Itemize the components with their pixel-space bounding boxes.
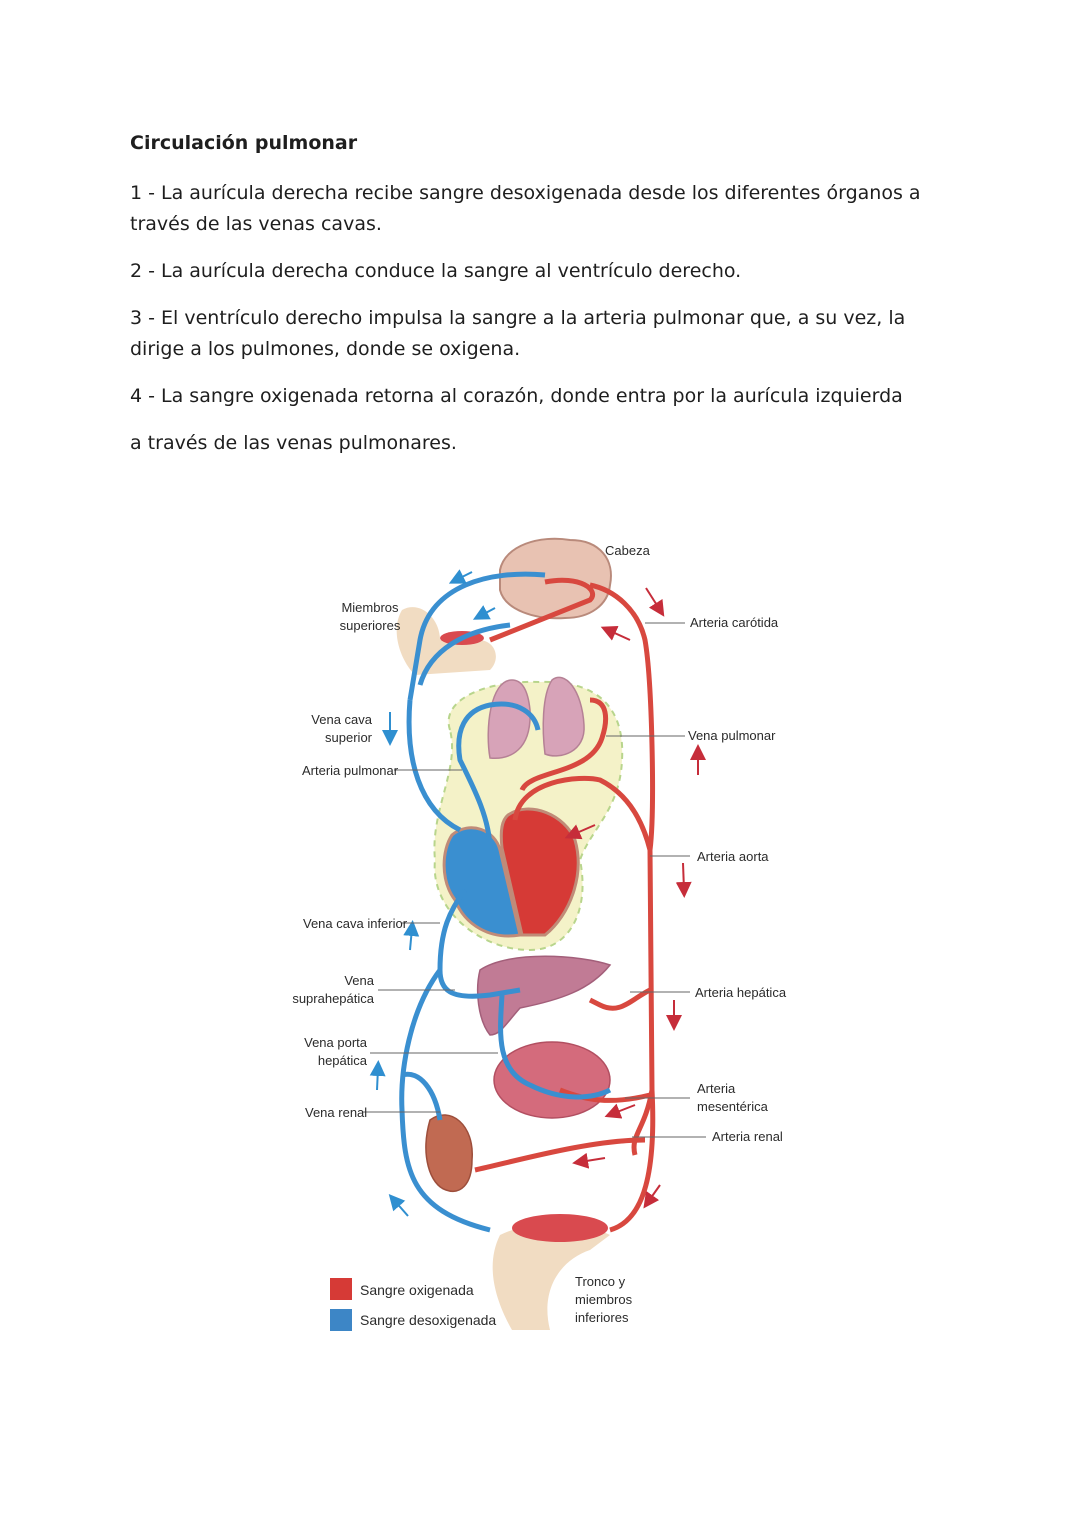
circulation-diagram-svg: Cabeza Miembros superiores Arteria carót… xyxy=(292,537,787,1331)
section-heading: Circulación pulmonar xyxy=(130,132,358,154)
arrow-8 xyxy=(600,626,631,641)
leader-lines xyxy=(362,622,706,1138)
arrow-12 xyxy=(604,1103,636,1119)
heart-left-side xyxy=(499,807,580,937)
paragraph-2: 2 - La aurícula derecha conduce la sangr… xyxy=(130,260,742,282)
legend-label-oxygenated: Sangre oxigenada xyxy=(360,1282,474,1298)
arrow-7 xyxy=(645,587,665,617)
label-vena-porta-2: hepática xyxy=(318,1053,368,1068)
renal-artery xyxy=(474,1137,646,1173)
arrow-13 xyxy=(572,1152,606,1169)
lower-limb-artery xyxy=(609,1089,656,1233)
lung-right-icon xyxy=(542,676,585,757)
lower-limb-muscle xyxy=(512,1214,608,1242)
upper-limb-vein xyxy=(417,622,511,686)
label-vena-porta-1: Vena porta xyxy=(304,1035,368,1050)
arrow-5 xyxy=(369,1060,386,1091)
label-arteria-hepatica: Arteria hepática xyxy=(695,985,787,1000)
label-vena-cava-superior-1: Vena cava xyxy=(311,712,372,727)
carotid-artery xyxy=(589,582,655,851)
label-tronco-1: Tronco y xyxy=(575,1274,626,1289)
legend-swatch-deoxygenated xyxy=(330,1309,352,1331)
label-arteria-aorta: Arteria aorta xyxy=(697,849,769,864)
label-arteria-pulmonar: Arteria pulmonar xyxy=(302,763,399,778)
flow-arrows xyxy=(369,569,706,1217)
label-arteria-renal: Arteria renal xyxy=(712,1129,783,1144)
label-tronco-3: inferiores xyxy=(575,1310,629,1325)
arrow-15 xyxy=(564,824,596,840)
paragraph-5: a través de las venas pulmonares. xyxy=(130,432,457,454)
text-block: Circulación pulmonar 1 - La aurícula der… xyxy=(130,128,950,475)
label-vena-pulmonar: Vena pulmonar xyxy=(688,728,776,743)
head-vein xyxy=(407,571,546,701)
arrow-10 xyxy=(675,862,692,898)
label-vena-suprahepatica-2: suprahepática xyxy=(292,991,374,1006)
legend: Sangre oxigenada Sangre desoxigenada xyxy=(330,1278,496,1331)
paragraph-1: 1 - La aurícula derecha recibe sangre de… xyxy=(130,182,921,235)
label-vena-suprahepatica-1: Vena xyxy=(344,973,374,988)
lower-limb-icon xyxy=(492,1223,610,1330)
arrow-6 xyxy=(388,1193,409,1217)
label-miembros-superiores-2: superiores xyxy=(340,618,401,633)
arrow-4 xyxy=(403,920,420,951)
label-miembros-superiores-1: Miembros xyxy=(341,600,399,615)
label-vena-renal: Vena renal xyxy=(305,1105,367,1120)
label-cabeza: Cabeza xyxy=(605,543,651,558)
pulmonary-vein xyxy=(519,697,609,792)
arrow-1 xyxy=(448,569,473,584)
arrow-14 xyxy=(643,1184,661,1209)
label-arteria-mesenterica-2: mesentérica xyxy=(697,1099,769,1114)
legend-swatch-oxygenated xyxy=(330,1278,352,1300)
hepatic-portal-vein xyxy=(498,994,612,1100)
superior-vena-cava xyxy=(406,699,462,833)
pulmonary-artery xyxy=(456,701,541,851)
label-vena-cava-superior-2: superior xyxy=(325,730,373,745)
liver-icon xyxy=(476,955,612,1036)
arrow-2 xyxy=(472,605,496,620)
paragraph-4: 4 - La sangre oxigenada retorna al coraz… xyxy=(130,385,903,407)
venous-system xyxy=(399,571,612,1233)
label-arteria-mesenterica-1: Arteria xyxy=(697,1081,736,1096)
renal-vein xyxy=(401,1071,443,1121)
kidney-icon xyxy=(425,1114,473,1192)
label-tronco-2: miembros xyxy=(575,1292,633,1307)
arterial-system xyxy=(474,577,656,1233)
heart-right-side xyxy=(442,826,522,938)
legend-label-deoxygenated: Sangre desoxigenada xyxy=(360,1312,496,1328)
hepatic-artery xyxy=(588,987,652,1011)
label-arteria-carotida: Arteria carótida xyxy=(690,615,779,630)
circulation-diagram: Cabeza Miembros superiores Arteria carót… xyxy=(290,530,810,1350)
aorta-artery xyxy=(512,775,655,1156)
lower-vena-cava xyxy=(399,968,491,1233)
intestine-icon xyxy=(493,1041,611,1119)
label-vena-cava-inferior: Vena cava inferior xyxy=(303,916,408,931)
upper-limb-artery xyxy=(489,577,595,643)
paragraph-3: 3 - El ventrículo derecho impulsa la san… xyxy=(130,307,906,360)
